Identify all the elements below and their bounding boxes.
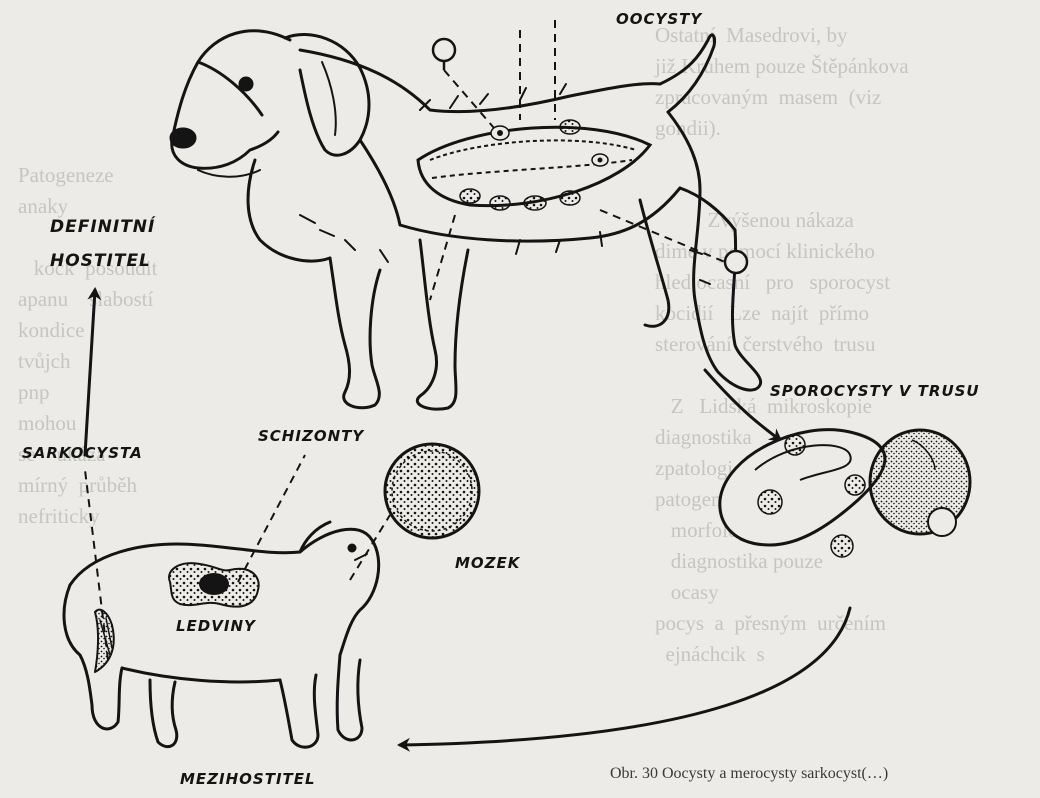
figure-caption: Obr. 30 Oocysty a merocysty sarkocyst(…) <box>610 765 888 783</box>
label-sarcocyst: SARKOCYSTA <box>22 444 143 462</box>
label-host: HOSTITEL <box>50 251 151 271</box>
kidney-illustration <box>169 563 259 607</box>
sporocyst-illustration <box>720 430 970 557</box>
label-brain: MOZEK <box>455 554 520 572</box>
label-oocysts: OOCYSTY <box>616 10 702 28</box>
schizont-illustration <box>385 444 479 538</box>
label-kidneys: LEDVINY <box>176 617 256 635</box>
dog-illustration <box>171 31 761 409</box>
intestine-section <box>418 120 650 210</box>
label-definitive: DEFINITNÍ <box>50 217 155 237</box>
label-intermediate-host: MEZIHOSTITEL <box>180 770 316 788</box>
label-schizonts: SCHIZONTY <box>258 427 364 445</box>
label-sporocysts: SPOROCYSTY V TRUSU <box>770 382 980 400</box>
